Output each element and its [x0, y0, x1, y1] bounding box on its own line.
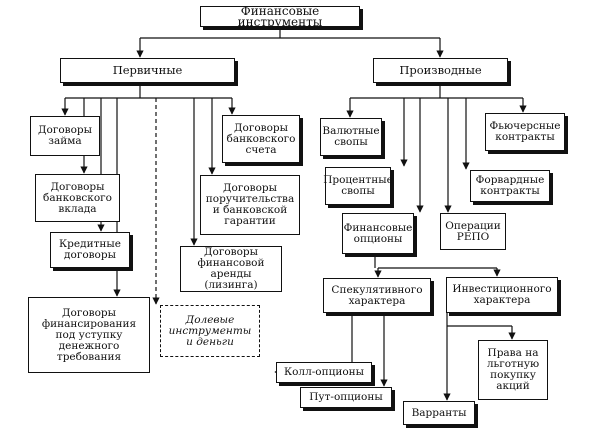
node-derived: Производные — [373, 58, 508, 83]
node-currency-swaps: Валютные свопы — [320, 118, 382, 156]
node-credit-agreements: Кредитные договоры — [50, 232, 130, 268]
node-factoring-agreements: Договоры финансирования под уступку дене… — [28, 297, 150, 373]
node-bank-deposit-agreements: Договоры банковского вклада — [35, 174, 120, 222]
node-futures-contracts: Фьючерсные контракты — [485, 113, 565, 151]
node-equity-instruments: Долевые инструменты и деньги — [160, 305, 260, 357]
node-investment: Инвестиционного характера — [446, 277, 558, 313]
node-financial-options: Финансовые опционы — [342, 213, 414, 254]
node-forward-contracts: Форвардные контракты — [470, 170, 550, 202]
node-loan-agreements: Договоры займа — [30, 116, 100, 156]
node-call-options: Колл-опционы — [276, 362, 372, 383]
node-guarantee-agreements: Договоры поручительства и банковской гар… — [200, 175, 300, 235]
node-speculative: Спекулятивного характера — [323, 278, 431, 313]
node-financial-instruments: Финансовые инструменты — [200, 5, 360, 28]
node-warrants: Варранты — [403, 401, 475, 425]
node-preemptive-rights: Права на льготную покупку акций — [478, 340, 548, 400]
node-leasing-agreements: Договоры финансовой аренды (лизинга) — [180, 246, 282, 292]
node-bank-account-agreements: Договоры банковского счета — [222, 115, 300, 163]
node-interest-swaps: Процентные свопы — [323, 167, 393, 205]
node-put-options: Пут-опционы — [300, 387, 392, 408]
node-primary: Первичные — [60, 58, 235, 83]
node-repo-operations: Операции РЕПО — [440, 213, 506, 250]
